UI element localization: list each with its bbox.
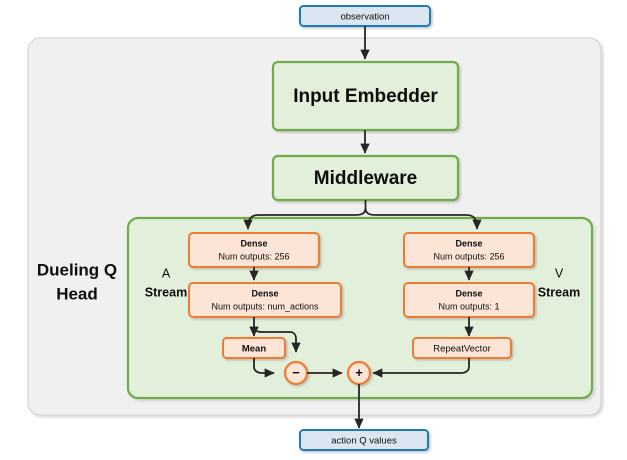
advantage-dense-2-box[interactable] [188, 282, 342, 318]
mean-node[interactable]: Mean [222, 337, 286, 359]
value-stream-label-top: V [555, 266, 564, 280]
advantage-dense-1-node[interactable]: Dense Num outputs: 256 [188, 232, 320, 268]
add-operator-symbol: + [355, 365, 363, 380]
repeatvector-box[interactable] [412, 337, 512, 359]
repeatvector-node[interactable]: RepeatVector [412, 337, 512, 359]
subtract-operator-node[interactable]: − [283, 360, 309, 386]
stream-label-value: V Stream [538, 266, 580, 299]
middleware-label: Middleware [314, 168, 417, 189]
advantage-stream-label-top: A [162, 266, 171, 280]
advantage-dense-2-subtitle: Num outputs: num_actions [211, 301, 319, 311]
advantage-stream-label-bottom: Stream [145, 285, 187, 299]
value-dense-2-subtitle: Num outputs: 1 [438, 301, 499, 311]
dueling-q-head-title-line1: Dueling Q [37, 260, 117, 279]
add-operator-node[interactable]: + [346, 360, 372, 386]
action-q-values-box[interactable] [299, 429, 429, 451]
action-q-values-node[interactable]: action Q values [299, 429, 429, 451]
value-dense-1-title: Dense [455, 238, 482, 248]
middleware-node[interactable]: Middleware [271, 154, 460, 202]
dueling-q-head-title-line2: Head [56, 284, 98, 303]
value-stream-label-bottom: Stream [538, 285, 580, 299]
input-embedder-node[interactable]: Input Embedder [271, 60, 460, 132]
advantage-dense-1-subtitle: Num outputs: 256 [218, 251, 289, 261]
arrow-repeatvector-to-add [372, 358, 470, 378]
value-dense-1-node[interactable]: Dense Num outputs: 256 [403, 232, 535, 268]
arrow-mean-to-subtract [253, 358, 275, 378]
value-dense-1-subtitle: Num outputs: 256 [433, 251, 504, 261]
value-dense-2-title: Dense [455, 288, 482, 298]
dueling-q-head-title: Dueling Q Head [37, 260, 117, 303]
observation-node[interactable]: observation [299, 5, 431, 27]
advantage-dense-2-node[interactable]: Dense Num outputs: num_actions [188, 282, 342, 318]
mean-label: Mean [242, 344, 266, 355]
input-embedder-label: Input Embedder [293, 86, 438, 107]
advantage-dense-2-title: Dense [251, 288, 278, 298]
action-q-values-label: action Q values [331, 436, 397, 447]
advantage-dense-1-title: Dense [240, 238, 267, 248]
fork-branch-left [243, 207, 367, 230]
arrow-advantage-to-subtract [253, 326, 301, 353]
subtract-operator-symbol: − [292, 365, 300, 380]
stream-label-advantage: A Stream [145, 266, 187, 299]
observation-label: observation [340, 12, 389, 23]
value-dense-2-node[interactable]: Dense Num outputs: 1 [403, 282, 535, 318]
repeatvector-label: RepeatVector [433, 344, 491, 355]
fork-branch-right [364, 207, 482, 230]
